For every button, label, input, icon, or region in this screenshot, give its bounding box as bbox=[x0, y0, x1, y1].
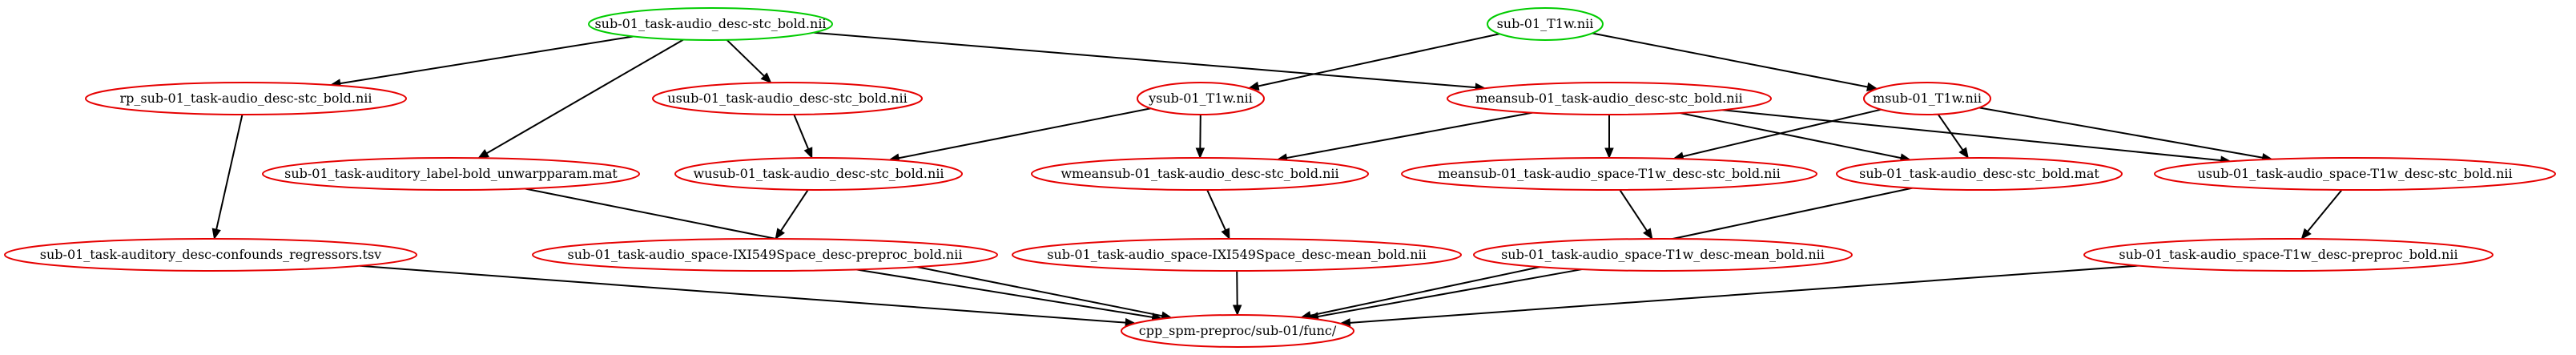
node-label: wmeansub-01_task-audio_desc-stc_bold.nii bbox=[1061, 166, 1338, 181]
edge-line bbox=[340, 35, 634, 85]
edge-meansub-to-meanspace bbox=[1604, 115, 1614, 159]
node-iximean[interactable]: sub-01_task-audio_space-IXI549Space_desc… bbox=[1012, 238, 1462, 272]
node-label: sub-01_task-audio_space-T1w_desc-preproc… bbox=[2119, 247, 2457, 262]
node-label: sub-01_task-auditory_label-bold_unwarppa… bbox=[284, 166, 618, 181]
node-label: sub-01_task-audio_desc-stc_bold.mat bbox=[1859, 166, 2099, 181]
edge-meansub-to-mat bbox=[1680, 112, 1912, 163]
node-label: sub-01_T1w.nii bbox=[1497, 16, 1594, 31]
edge-line bbox=[1682, 108, 1882, 158]
edge-arrowhead bbox=[1221, 228, 1230, 240]
node-output[interactable]: cpp_spm-preproc/sub-01/func/ bbox=[1121, 314, 1354, 348]
edge-line bbox=[486, 38, 684, 155]
edge-line bbox=[780, 189, 809, 232]
node-label: msub-01_T1w.nii bbox=[1873, 91, 1982, 106]
edge-arrowhead bbox=[760, 72, 772, 84]
node-label: meansub-01_task-audio_desc-stc_bold.nii bbox=[1475, 91, 1743, 106]
node-label: ysub-01_T1w.nii bbox=[1148, 91, 1253, 106]
edge-line bbox=[360, 264, 1126, 324]
edge-bold-to-meansub bbox=[813, 31, 1487, 92]
edge-line bbox=[1978, 107, 2263, 159]
edge-line bbox=[1258, 33, 1500, 87]
node-label: rp_sub-01_task-audio_desc-stc_bold.nii bbox=[120, 91, 372, 106]
edge-msub-to-usubspace bbox=[1978, 107, 2273, 163]
edge-line bbox=[1350, 264, 2139, 324]
node-mat[interactable]: sub-01_task-audio_desc-stc_bold.mat bbox=[1836, 157, 2123, 191]
edge-usub-to-wusub bbox=[793, 114, 813, 159]
edge-arrowhead bbox=[1643, 228, 1653, 240]
node-rp[interactable]: rp_sub-01_task-audio_desc-stc_bold.nii bbox=[85, 82, 407, 115]
node-t1wpreproc[interactable]: sub-01_task-audio_space-T1w_desc-preproc… bbox=[2083, 238, 2493, 272]
edge-line bbox=[813, 31, 1476, 89]
edge-msub-to-meanspace bbox=[1672, 108, 1882, 161]
edge-line bbox=[1680, 112, 1902, 159]
node-ixipreproc[interactable]: sub-01_task-audio_space-IXI549Space_desc… bbox=[532, 238, 998, 272]
edge-arrowhead bbox=[1958, 147, 1969, 159]
edge-t1wmean-to-output bbox=[1307, 268, 1583, 321]
edge-line bbox=[898, 107, 1151, 159]
edge-wusub-to-ixipreproc bbox=[775, 189, 809, 240]
node-wmeansub[interactable]: wmeansub-01_task-audio_desc-stc_bold.nii bbox=[1031, 157, 1369, 191]
node-t1wmean[interactable]: sub-01_task-audio_space-T1w_desc-mean_bo… bbox=[1473, 238, 1853, 272]
node-msub[interactable]: msub-01_T1w.nii bbox=[1863, 82, 1991, 115]
edge-line bbox=[1206, 189, 1226, 231]
node-label: usub-01_task-audio_space-T1w_desc-stc_bo… bbox=[2197, 166, 2512, 181]
edge-line bbox=[1592, 32, 1868, 88]
edge-line bbox=[2307, 189, 2343, 232]
node-unwarp[interactable]: sub-01_task-auditory_label-bold_unwarppa… bbox=[262, 157, 640, 191]
edge-line bbox=[856, 268, 1153, 318]
node-usubspace[interactable]: usub-01_task-audio_space-T1w_desc-stc_bo… bbox=[2154, 157, 2556, 191]
edge-iximean-to-output bbox=[1232, 270, 1242, 317]
edge-line bbox=[1722, 109, 2221, 162]
edge-ysub-to-wusub bbox=[888, 107, 1151, 163]
edge-t1wpreproc-to-output bbox=[1339, 264, 2139, 328]
edge-ysub-to-wmeansub bbox=[1195, 114, 1205, 159]
edge-meanspace-to-t1wmean bbox=[1619, 189, 1653, 240]
node-label: cpp_spm-preproc/sub-01/func/ bbox=[1139, 323, 1337, 338]
edge-arrowhead bbox=[1232, 305, 1242, 317]
edge-line bbox=[1318, 268, 1583, 318]
node-label: sub-01_task-audio_space-IXI549Space_desc… bbox=[1047, 247, 1427, 262]
node-meansub[interactable]: meansub-01_task-audio_desc-stc_bold.nii bbox=[1447, 82, 1772, 115]
node-usub[interactable]: usub-01_task-audio_desc-stc_bold.nii bbox=[652, 82, 923, 115]
edge-arrowhead bbox=[1195, 147, 1205, 159]
edge-bold-to-rp bbox=[329, 35, 634, 88]
edge-arrowhead bbox=[775, 228, 785, 240]
edge-arrowhead bbox=[1604, 147, 1614, 159]
edge-rp-to-confounds bbox=[211, 114, 244, 240]
edge-wmeansub-to-iximean bbox=[1206, 189, 1230, 240]
edge-arrowhead bbox=[2300, 228, 2312, 240]
edge-line bbox=[1937, 114, 1964, 151]
node-label: sub-01_task-audio_space-IXI549Space_desc… bbox=[568, 247, 963, 262]
edge-line bbox=[215, 114, 244, 230]
edge-arrowhead bbox=[477, 148, 489, 159]
edge-bold-to-usub bbox=[726, 39, 772, 84]
edge-arrowhead bbox=[211, 228, 221, 240]
edge-line bbox=[1619, 189, 1648, 232]
edge-arrowhead bbox=[803, 147, 813, 159]
node-label: sub-01_task-audio_desc-stc_bold.nii bbox=[594, 16, 826, 31]
node-ysub[interactable]: ysub-01_T1w.nii bbox=[1137, 82, 1265, 115]
node-label: usub-01_task-audio_desc-stc_bold.nii bbox=[667, 91, 907, 106]
edge-msub-to-mat bbox=[1937, 114, 1969, 159]
edge-meansub-to-wmeansub bbox=[1276, 111, 1533, 163]
node-label: wusub-01_task-audio_desc-stc_bold.nii bbox=[693, 166, 944, 181]
edge-usubspace-to-t1wpreproc bbox=[2300, 189, 2343, 240]
edge-line bbox=[1286, 111, 1533, 159]
node-label: meansub-01_task-audio_space-T1w_desc-stc… bbox=[1438, 166, 1780, 181]
node-t1w[interactable]: sub-01_T1w.nii bbox=[1487, 7, 1604, 41]
edge-line bbox=[726, 39, 765, 77]
edge-t1w-to-ysub bbox=[1247, 33, 1500, 91]
edge-line bbox=[793, 114, 810, 150]
nodes-layer: sub-01_task-audio_desc-stc_bold.nii sub-… bbox=[4, 7, 2556, 348]
node-wusub[interactable]: wusub-01_task-audio_desc-stc_bold.nii bbox=[674, 157, 963, 191]
node-bold[interactable]: sub-01_task-audio_desc-stc_bold.nii bbox=[588, 7, 833, 41]
node-label: sub-01_task-auditory_desc-confounds_regr… bbox=[40, 247, 381, 262]
node-confounds[interactable]: sub-01_task-auditory_desc-confounds_regr… bbox=[4, 238, 417, 272]
node-label: sub-01_task-audio_space-T1w_desc-mean_bo… bbox=[1501, 247, 1825, 262]
node-meanspace[interactable]: meansub-01_task-audio_space-T1w_desc-stc… bbox=[1401, 157, 1817, 191]
